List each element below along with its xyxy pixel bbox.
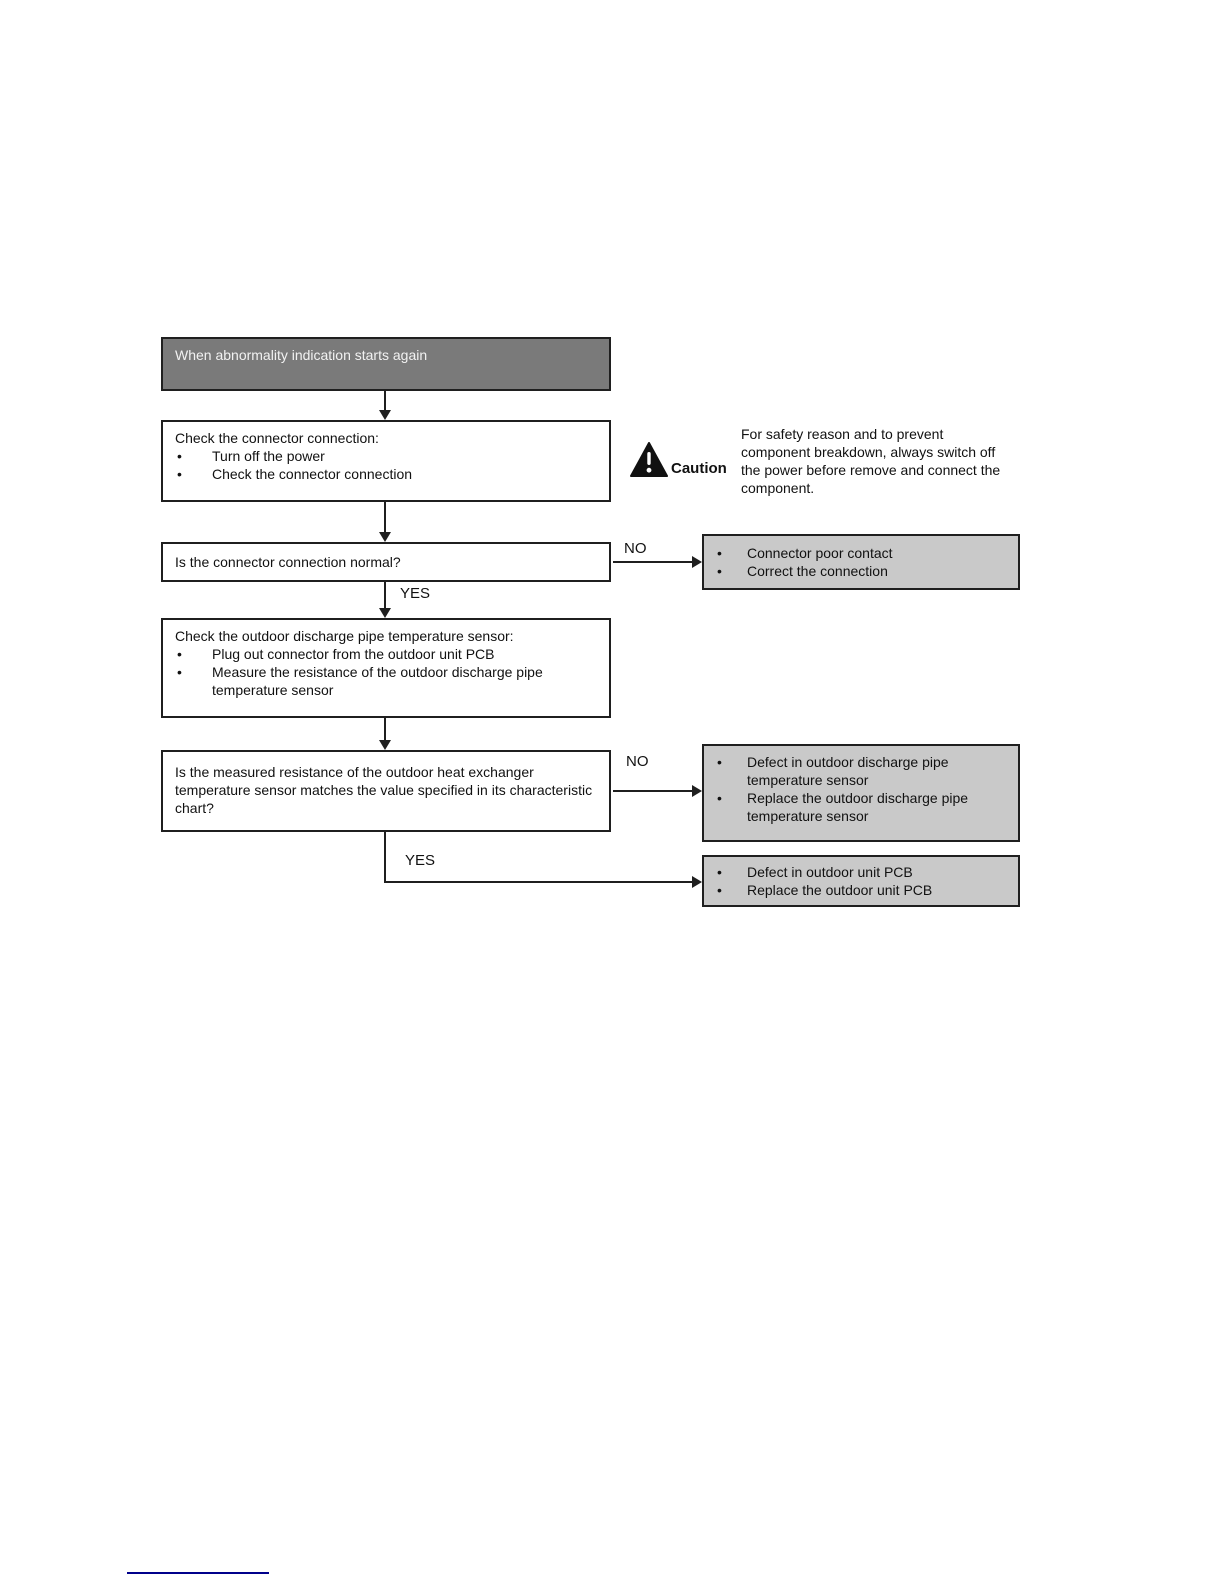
flow-connector-line xyxy=(384,582,386,608)
list-item: • Turn off the power xyxy=(175,447,597,465)
bullet-icon: • xyxy=(717,790,722,806)
flow-connector-line xyxy=(384,718,386,740)
list-item: • Correct the connection xyxy=(714,562,1008,580)
list-item-text: Connector poor contact xyxy=(747,545,893,561)
arrow-right-icon xyxy=(692,785,702,797)
list-item: • Plug out connector from the outdoor un… xyxy=(175,645,597,663)
bullet-icon: • xyxy=(717,545,722,561)
yes-edge-label: YES xyxy=(400,585,431,602)
list-item-text: Turn off the power xyxy=(212,448,325,464)
flow-connector-line xyxy=(384,502,386,532)
result-pcb-box: • Defect in outdoor unit PCB • Replace t… xyxy=(702,855,1020,907)
check-sensor-title: Check the outdoor discharge pipe tempera… xyxy=(175,628,514,644)
question-connector-normal-text: Is the connector connection normal? xyxy=(175,554,401,570)
check-connector-title: Check the connector connection: xyxy=(175,430,379,446)
list-item: • Connector poor contact xyxy=(714,544,1008,562)
arrow-right-icon xyxy=(692,876,702,888)
list-item-text: Check the connector connection xyxy=(212,466,413,482)
bullet-icon: • xyxy=(717,754,722,770)
flow-connector-line xyxy=(613,790,692,792)
list-item-text: Defect in outdoor discharge pipe tempera… xyxy=(747,754,949,788)
check-sensor-box: Check the outdoor discharge pipe tempera… xyxy=(161,618,611,718)
caution-triangle-icon xyxy=(630,442,668,477)
list-item-text: Replace the outdoor unit PCB xyxy=(747,882,933,898)
bullet-icon: • xyxy=(177,466,182,482)
arrow-down-icon xyxy=(379,410,391,420)
list-item-text: Plug out connector from the outdoor unit… xyxy=(212,646,495,662)
flow-connector-line xyxy=(384,391,386,410)
bullet-icon: • xyxy=(717,882,722,898)
caution-text: For safety reason and to prevent compone… xyxy=(741,426,1001,496)
no-edge-label: NO xyxy=(626,753,649,770)
arrow-down-icon xyxy=(379,740,391,750)
question-resistance-box: Is the measured resistance of the outdoo… xyxy=(161,750,611,832)
list-item-text: Measure the resistance of the outdoor di… xyxy=(212,664,543,698)
list-item: • Defect in outdoor discharge pipe tempe… xyxy=(714,753,1008,789)
arrow-down-icon xyxy=(379,532,391,542)
list-item: • Check the connector connection xyxy=(175,465,597,483)
list-item-text: Replace the outdoor discharge pipe tempe… xyxy=(747,790,969,824)
yes-edge-label: YES xyxy=(405,852,436,869)
footer-rule xyxy=(127,1572,269,1574)
question-connector-normal-box: Is the connector connection normal? xyxy=(161,542,611,582)
bullet-icon: • xyxy=(717,563,722,579)
list-item: • Defect in outdoor unit PCB xyxy=(714,863,1008,881)
result-connector-box: • Connector poor contact • Correct the c… xyxy=(702,534,1020,590)
bullet-icon: • xyxy=(717,864,722,880)
arrow-down-icon xyxy=(379,608,391,618)
check-connector-box: Check the connector connection: • Turn o… xyxy=(161,420,611,502)
no-edge-label: NO xyxy=(624,540,647,557)
question-resistance-text: Is the measured resistance of the outdoo… xyxy=(175,764,593,816)
list-item: • Replace the outdoor unit PCB xyxy=(714,881,1008,899)
caution-label: Caution xyxy=(671,460,727,477)
list-item: • Measure the resistance of the outdoor … xyxy=(175,663,597,699)
flow-connector-line xyxy=(384,881,692,883)
list-item: • Replace the outdoor discharge pipe tem… xyxy=(714,789,1008,825)
bullet-icon: • xyxy=(177,448,182,464)
flow-connector-line xyxy=(613,561,692,563)
result-sensor-box: • Defect in outdoor discharge pipe tempe… xyxy=(702,744,1020,842)
list-item-text: Correct the connection xyxy=(747,563,888,579)
list-item-text: Defect in outdoor unit PCB xyxy=(747,864,913,880)
bullet-icon: • xyxy=(177,664,182,680)
flowchart-start-box: When abnormality indication starts again xyxy=(161,337,611,391)
bullet-icon: • xyxy=(177,646,182,662)
flowchart-start-label: When abnormality indication starts again xyxy=(175,347,428,363)
flow-connector-line xyxy=(384,832,386,883)
arrow-right-icon xyxy=(692,556,702,568)
